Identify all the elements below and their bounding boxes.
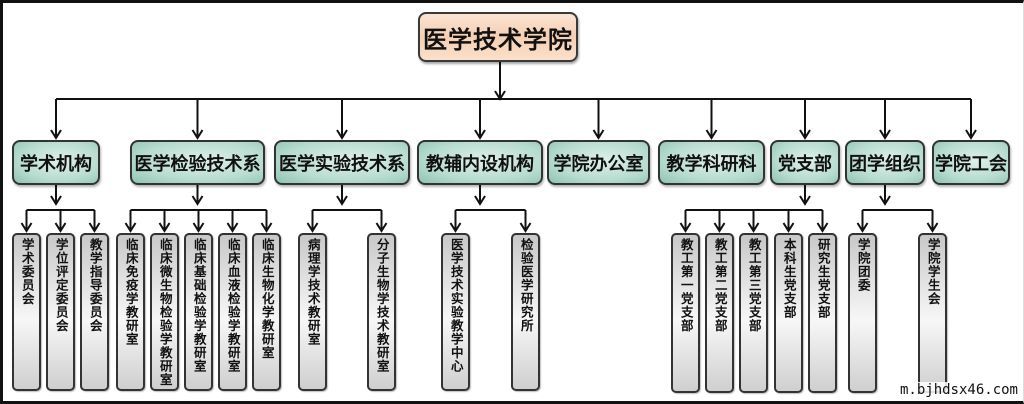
arrow-head-icon — [713, 222, 726, 233]
unit-node[interactable]: 教学指导委员会 — [80, 233, 109, 391]
dept-label: 医学实验技术系 — [279, 153, 405, 175]
unit-label: 教工第三党支部 — [746, 238, 762, 333]
dept-node[interactable]: 教学科研科 — [658, 140, 765, 185]
arrow-head-icon — [879, 195, 891, 206]
dept-label: 学院办公室 — [553, 153, 644, 175]
unit-label: 学院团委 — [855, 238, 871, 292]
unit-label: 教学指导委员会 — [87, 238, 103, 333]
unit-node[interactable]: 临床血液检验学教研室 — [218, 233, 247, 391]
unit-node[interactable]: 检验医学研究所 — [511, 233, 540, 391]
unit-node[interactable]: 临床基础检验学教研室 — [184, 233, 213, 391]
unit-node[interactable]: 临床免疫学教研室 — [116, 233, 145, 391]
arrow-head-icon — [226, 222, 239, 233]
arrow-head-icon — [474, 195, 486, 206]
arrow-head-icon — [879, 129, 891, 140]
dept-label: 教辅内设机构 — [426, 153, 534, 175]
watermark-text: m.bjhdsx46.com — [897, 382, 1020, 398]
dept-node[interactable]: 学院工会 — [932, 140, 1010, 185]
unit-label: 教工第一党支部 — [678, 238, 694, 333]
arrow-head-icon — [926, 222, 939, 233]
arrow-head-icon — [158, 222, 171, 233]
unit-node[interactable]: 学位评定委员会 — [46, 233, 75, 391]
arrow-head-icon — [782, 222, 795, 233]
unit-label: 临床基础检验学教研室 — [191, 238, 207, 373]
unit-label: 临床生物化学教研室 — [259, 238, 275, 360]
arrow-head-icon — [336, 129, 348, 140]
dept-node[interactable]: 医学检验技术系 — [130, 140, 265, 185]
unit-label: 学术委员会 — [19, 238, 35, 306]
unit-label: 教工第二党支部 — [712, 238, 728, 333]
dept-node[interactable]: 学院办公室 — [547, 140, 650, 185]
unit-node[interactable]: 学术委员会 — [12, 233, 41, 391]
arrow-head-icon — [336, 195, 348, 206]
unit-label: 学院学生会 — [925, 238, 941, 306]
arrow-head-icon — [88, 222, 101, 233]
unit-label: 临床免疫学教研室 — [123, 238, 139, 346]
arrow-head-icon — [50, 129, 62, 140]
arrow-head-icon — [375, 222, 388, 233]
dept-label: 团学组织 — [849, 153, 921, 175]
arrow-head-icon — [260, 222, 273, 233]
arrow-head-icon — [816, 222, 829, 233]
dept-node[interactable]: 教辅内设机构 — [417, 140, 543, 185]
unit-label: 分子生物学技术教研室 — [374, 238, 390, 373]
dept-node[interactable]: 党支部 — [770, 140, 840, 185]
arrow-head-icon — [474, 129, 486, 140]
arrow-head-icon — [20, 222, 33, 233]
unit-label: 研究生党支部 — [815, 238, 831, 319]
arrow-head-icon — [192, 222, 205, 233]
unit-node[interactable]: 学院团委 — [848, 233, 877, 393]
arrow-head-icon — [519, 222, 532, 233]
arrow-head-icon — [124, 222, 137, 233]
unit-node[interactable]: 学院学生会 — [918, 233, 947, 393]
unit-label: 学位评定委员会 — [53, 238, 69, 333]
unit-node[interactable]: 临床生物化学教研室 — [252, 233, 281, 391]
arrow-head-icon — [191, 129, 204, 140]
arrow-head-icon — [679, 222, 692, 233]
root-node-college[interactable]: 医学技术学院 — [418, 12, 578, 62]
arrow-head-icon — [965, 129, 977, 140]
arrow-head-icon — [191, 195, 204, 206]
unit-node[interactable]: 分子生物学技术教研室 — [367, 233, 396, 391]
dept-label: 教学科研科 — [666, 153, 757, 175]
unit-node[interactable]: 教工第一党支部 — [671, 233, 700, 393]
arrow-head-icon — [592, 129, 605, 140]
unit-node[interactable]: 本科生党支部 — [774, 233, 803, 393]
root-title: 医学技术学院 — [423, 25, 573, 54]
arrow-head-icon — [50, 195, 62, 206]
dept-label: 学术机构 — [20, 153, 92, 175]
arrow-head-icon — [705, 129, 718, 140]
unit-node[interactable]: 教工第二党支部 — [705, 233, 734, 393]
arrow-head-icon — [747, 222, 760, 233]
arrow-head-icon — [856, 222, 869, 233]
unit-node[interactable]: 临床微生物检验学教研室 — [150, 233, 179, 391]
unit-label: 检验医学研究所 — [518, 238, 534, 333]
arrow-head-icon — [306, 222, 319, 233]
dept-label: 医学检验技术系 — [134, 153, 261, 175]
unit-label: 临床微生物检验学教研室 — [157, 238, 173, 387]
unit-label: 病理学技术教研室 — [305, 238, 321, 346]
arrow-head-icon — [449, 222, 462, 233]
dept-label: 党支部 — [778, 153, 832, 175]
arrow-head-icon — [54, 222, 67, 233]
unit-node[interactable]: 教工第三党支部 — [739, 233, 768, 393]
unit-label: 医学技术实验教学中心 — [448, 238, 464, 373]
unit-label: 本科生党支部 — [781, 238, 797, 319]
arrow-head-icon — [799, 195, 811, 206]
dept-node[interactable]: 团学组织 — [845, 140, 925, 185]
dept-node[interactable]: 医学实验技术系 — [274, 140, 410, 185]
unit-node[interactable]: 病理学技术教研室 — [298, 233, 327, 391]
unit-node[interactable]: 医学技术实验教学中心 — [441, 233, 470, 391]
dept-label: 学院工会 — [935, 153, 1007, 175]
unit-label: 临床血液检验学教研室 — [225, 238, 241, 373]
unit-node[interactable]: 研究生党支部 — [808, 233, 837, 393]
arrow-head-icon — [799, 129, 811, 140]
dept-node[interactable]: 学术机构 — [12, 140, 100, 185]
